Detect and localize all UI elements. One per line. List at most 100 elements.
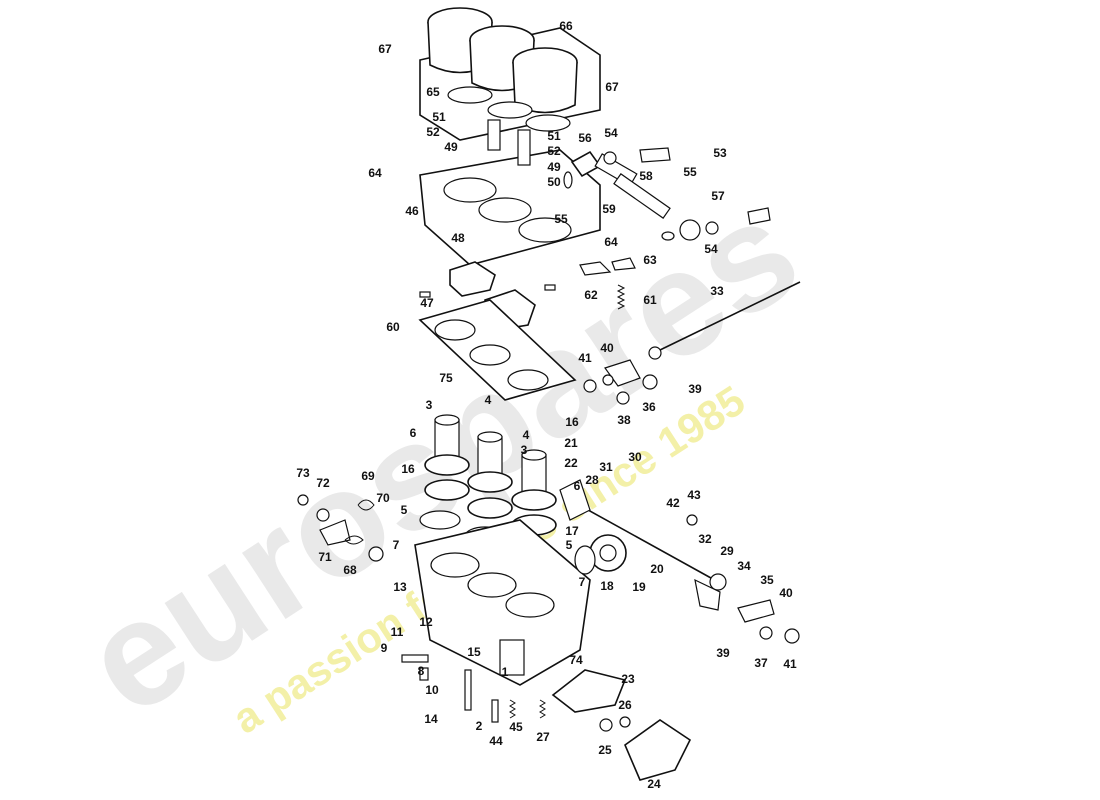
callout-label: 56 <box>578 131 592 145</box>
callout-label: 24 <box>647 777 661 791</box>
callout-label: 71 <box>318 550 332 564</box>
callout-label: 60 <box>386 320 400 334</box>
callout-label: 3 <box>426 398 433 412</box>
callout-label: 4 <box>485 393 492 407</box>
callout-label: 54 <box>604 126 618 140</box>
callout-label: 54 <box>704 242 718 256</box>
callout-label: 53 <box>713 146 727 160</box>
callout-label: 67 <box>378 42 392 56</box>
callout-label: 33 <box>710 284 724 298</box>
callout-label: 1 <box>502 665 509 679</box>
callout-label: 21 <box>564 436 578 450</box>
carburettor-body <box>414 519 591 686</box>
callout-label: 5 <box>566 538 573 552</box>
callout-label: 66 <box>559 19 573 33</box>
left-side-parts <box>297 494 384 562</box>
callout-label: 16 <box>401 462 415 476</box>
callout-label: 12 <box>419 615 433 629</box>
callout-label: 3 <box>521 443 528 457</box>
callout-label: 2 <box>476 719 483 733</box>
callout-label: 11 <box>391 625 404 639</box>
callout-label: 52 <box>426 125 440 139</box>
throttle-shaft-lower <box>559 479 800 644</box>
callout-label: 37 <box>754 656 768 670</box>
callout-label: 62 <box>584 288 598 302</box>
venturi-tubes <box>419 414 557 562</box>
callout-label: 70 <box>376 491 390 505</box>
callout-label: 45 <box>509 720 523 734</box>
throttle-shaft-upper <box>583 281 801 405</box>
callout-label: 50 <box>547 175 561 189</box>
callout-label: 15 <box>467 645 481 659</box>
callout-label: 30 <box>628 450 642 464</box>
callout-label: 74 <box>569 653 583 667</box>
callout-label: 32 <box>698 532 712 546</box>
callout-label: 14 <box>424 712 438 726</box>
lever-and-spring <box>579 257 636 310</box>
callout-label: 65 <box>426 85 440 99</box>
callout-label: 73 <box>296 466 310 480</box>
callout-label: 67 <box>605 80 619 94</box>
callout-label: 41 <box>578 351 592 365</box>
callout-label: 10 <box>425 683 439 697</box>
callout-label: 52 <box>547 144 561 158</box>
callout-label: 20 <box>650 562 664 576</box>
callout-label: 57 <box>711 189 725 203</box>
callout-label: 13 <box>393 580 407 594</box>
callout-label: 7 <box>393 538 400 552</box>
air-horn-assembly <box>419 7 601 141</box>
callout-label: 38 <box>617 413 631 427</box>
callout-label: 22 <box>564 456 578 470</box>
callout-label: 69 <box>361 469 375 483</box>
linkage-parts <box>563 147 771 241</box>
callout-label: 59 <box>602 202 616 216</box>
callout-label: 42 <box>666 496 680 510</box>
callout-label: 58 <box>639 169 653 183</box>
callout-label: 40 <box>600 341 614 355</box>
callout-label: 63 <box>643 253 657 267</box>
callout-label: 64 <box>604 235 618 249</box>
callout-label: 6 <box>410 426 417 440</box>
callout-label: 31 <box>599 460 613 474</box>
callout-label: 28 <box>585 473 599 487</box>
callout-label: 40 <box>779 586 793 600</box>
callout-label: 7 <box>579 575 586 589</box>
callout-label: 29 <box>720 544 734 558</box>
callout-label: 49 <box>547 160 561 174</box>
callout-label: 72 <box>316 476 330 490</box>
callout-label: 36 <box>642 400 656 414</box>
callout-label: 17 <box>565 524 579 538</box>
callout-label: 39 <box>688 382 702 396</box>
callout-label: 19 <box>632 580 646 594</box>
callout-label: 9 <box>381 641 388 655</box>
callout-label: 75 <box>439 371 453 385</box>
callout-label: 26 <box>618 698 632 712</box>
callout-label: 5 <box>401 503 408 517</box>
callout-label: 35 <box>760 573 774 587</box>
gasket <box>418 299 577 401</box>
callout-label: 47 <box>420 296 434 310</box>
callout-label: 44 <box>489 734 503 748</box>
callout-label: 43 <box>687 488 701 502</box>
callout-label: 68 <box>343 563 357 577</box>
lower-parts <box>401 654 692 781</box>
callout-label: 23 <box>621 672 635 686</box>
callout-label: 51 <box>547 129 561 143</box>
callout-label: 34 <box>737 559 751 573</box>
callout-label: 49 <box>444 140 458 154</box>
callout-label: 46 <box>405 204 419 218</box>
callout-label: 55 <box>554 212 568 226</box>
callout-label: 16 <box>565 415 579 429</box>
callout-label: 4 <box>523 428 530 442</box>
callout-label: 41 <box>783 657 797 671</box>
callout-label: 27 <box>536 730 550 744</box>
accelerator-pump <box>574 534 627 575</box>
callout-label: 48 <box>451 231 465 245</box>
callout-label: 64 <box>368 166 382 180</box>
callout-label: 25 <box>598 743 612 757</box>
callout-label: 61 <box>643 293 657 307</box>
callout-label: 8 <box>418 664 425 678</box>
callout-label: 39 <box>716 646 730 660</box>
